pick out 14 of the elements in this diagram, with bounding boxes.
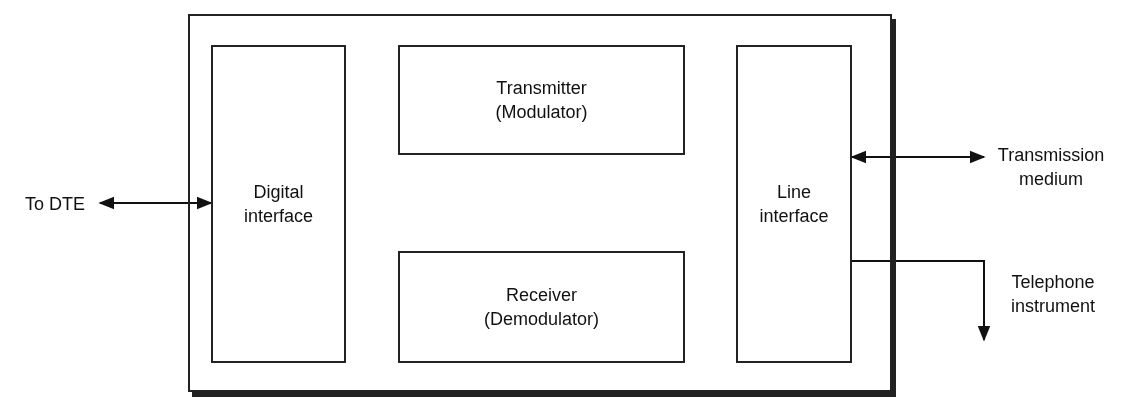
- block-label: Transmitter (Modulator): [494, 77, 589, 124]
- arrow: [851, 260, 991, 342]
- process-box: [736, 45, 852, 363]
- block-label: Receiver (Demodulator): [482, 284, 600, 331]
- process-box: [211, 45, 346, 363]
- terminal-label: Telephone instrument: [1009, 271, 1096, 318]
- arrow: [98, 196, 213, 210]
- arrow: [850, 150, 986, 164]
- process-box: [398, 45, 685, 155]
- block-label: Line interface: [758, 181, 830, 228]
- process-box: [398, 251, 685, 363]
- terminal-label: To DTE: [24, 193, 86, 216]
- block-label: Digital interface: [242, 181, 314, 228]
- terminal-label: Transmission medium: [996, 144, 1106, 191]
